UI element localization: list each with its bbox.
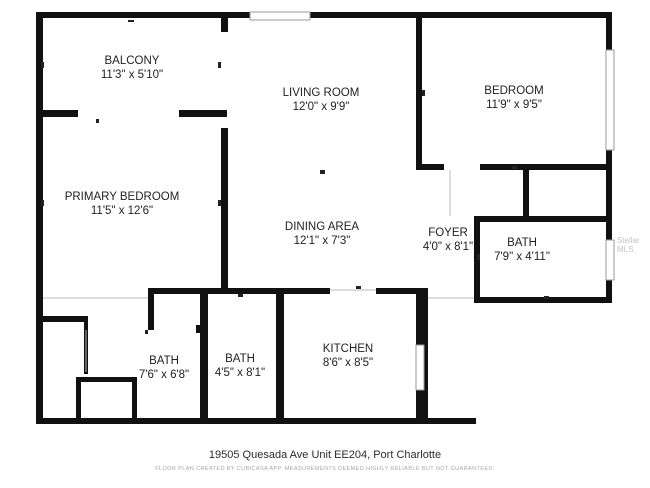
room-bath-right: BATH 7'9" x 4'11" xyxy=(494,237,550,263)
room-dimensions: 12'0" x 9'9" xyxy=(293,101,350,113)
room-kitchen: KITCHEN 8'6" x 8'5" xyxy=(323,343,373,369)
room-dimensions: 11'3" x 5'10" xyxy=(101,69,163,81)
room-name: FOYER xyxy=(428,227,468,239)
room-name: BATH xyxy=(149,355,179,367)
room-dimensions: 4'0" x 8'1" xyxy=(423,241,473,253)
room-dimensions: 12'1" x 7'3" xyxy=(294,235,351,247)
room-name: KITCHEN xyxy=(323,343,373,355)
room-name: LIVING ROOM xyxy=(283,87,360,99)
room-name: BALCONY xyxy=(105,55,160,67)
room-dimensions: 8'6" x 8'5" xyxy=(323,357,373,369)
windows xyxy=(249,11,615,391)
room-dimensions: 7'9" x 4'11" xyxy=(494,251,550,263)
property-address: 19505 Quesada Ave Unit EE204, Port Charl… xyxy=(208,449,442,461)
room-name: BEDROOM xyxy=(484,85,543,97)
room-name: DINING AREA xyxy=(285,221,359,233)
room-bedroom: BEDROOM 11'9" x 9'5" xyxy=(484,85,543,111)
room-living-room: LIVING ROOM 12'0" x 9'9" xyxy=(283,87,360,113)
room-name: PRIMARY BEDROOM xyxy=(65,191,180,203)
room-foyer: FOYER 4'0" x 8'1" xyxy=(423,227,473,253)
room-dimensions: 4'5" x 8'1" xyxy=(215,367,265,379)
tick-marks xyxy=(41,20,549,334)
room-bath-left: BATH 7'6" x 6'8" xyxy=(139,355,189,381)
room-dining-area: DINING AREA 12'1" x 7'3" xyxy=(285,221,359,247)
room-primary-bedroom: PRIMARY BEDROOM 11'5" x 12'6" xyxy=(65,191,180,217)
room-name: BATH xyxy=(507,237,537,249)
room-dimensions: 7'6" x 6'8" xyxy=(139,369,189,381)
room-balcony: BALCONY 11'3" x 5'10" xyxy=(101,55,163,81)
room-bath-middle: BATH 4'5" x 8'1" xyxy=(215,353,265,379)
floor-plan-disclaimer: FLOOR PLAN CREATED BY CUBICASA APP. MEAS… xyxy=(155,466,495,472)
door-lines xyxy=(43,170,474,372)
room-dimensions: 11'9" x 9'5" xyxy=(486,99,542,111)
room-name: BATH xyxy=(225,353,255,365)
room-dimensions: 11'5" x 12'6" xyxy=(91,205,153,217)
exterior-walls xyxy=(36,12,612,424)
mls-watermark: Stellar MLS xyxy=(617,236,640,254)
